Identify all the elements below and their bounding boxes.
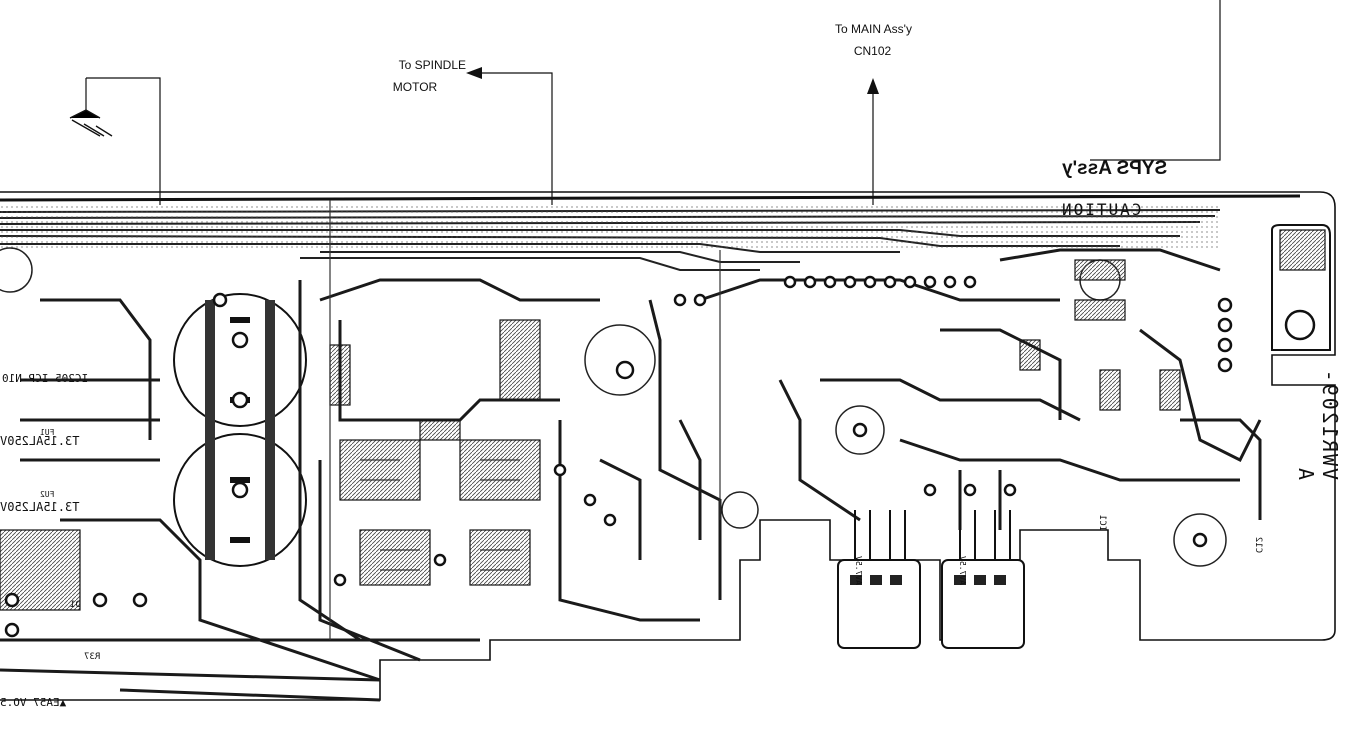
board-code: VWR1209-A xyxy=(1294,367,1342,480)
c12-label: C12 xyxy=(1253,536,1264,554)
arrow-up xyxy=(867,78,879,94)
ic1-label: IC1 xyxy=(1097,514,1108,532)
d1-label: D1 xyxy=(70,600,81,610)
fu2-ref: FU2 xyxy=(40,490,55,499)
connector-boxes xyxy=(837,559,1025,649)
connector-right-label: AV7.5V xyxy=(957,556,967,585)
board-outline xyxy=(0,191,1336,701)
leader-lines xyxy=(85,0,1221,205)
fu1-val: T3.15AL250V xyxy=(0,434,80,448)
caution-label: CAUTION xyxy=(1060,200,1142,219)
board-traces xyxy=(0,248,1262,702)
ground-symbol xyxy=(69,109,113,137)
pads xyxy=(4,275,1316,638)
copper-pours xyxy=(0,229,1326,611)
ic-label: IC205 ICP-N10 xyxy=(2,372,89,385)
bottom-code: ▲EA57 VO.5 xyxy=(0,696,67,709)
arrow-left xyxy=(466,67,482,79)
to-main-label: To MAIN Ass'y xyxy=(835,22,912,36)
motor-label: MOTOR xyxy=(392,80,438,94)
r37-label: R37 xyxy=(84,652,101,662)
cn102-label: CN102 xyxy=(853,44,892,58)
to-spindle-label: To SPINDLE xyxy=(398,58,466,72)
fu2-val: T3.15AL250V xyxy=(0,500,80,514)
connector-left-label: AV7.5V xyxy=(853,556,863,585)
assy-title: SYPS Ass'y xyxy=(1062,158,1168,179)
